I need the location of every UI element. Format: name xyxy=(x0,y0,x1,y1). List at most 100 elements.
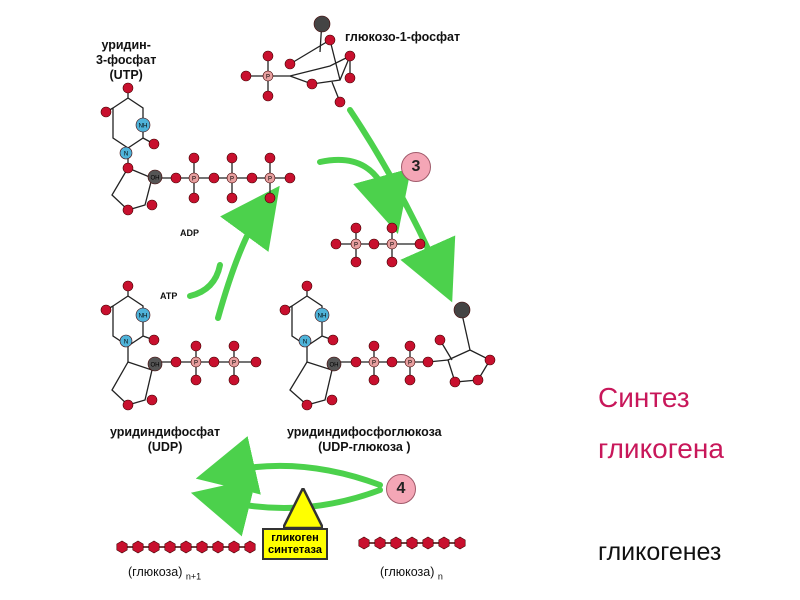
oxygen-atom xyxy=(262,90,274,102)
arrow-chain-n-to-chain-n1 xyxy=(190,478,383,537)
ch2oh-group-atom xyxy=(313,15,331,33)
oxygen-atom xyxy=(368,238,380,250)
chain-right-glucose-unit xyxy=(358,536,370,550)
oxygen-atom xyxy=(100,304,112,316)
nitrogen-atom xyxy=(314,307,330,323)
udp-label-line2: (UDP) xyxy=(147,440,183,454)
oxygen-atom xyxy=(327,334,339,346)
chain-right-glucose-unit xyxy=(390,536,402,550)
chain-left-glucose-unit xyxy=(228,540,240,554)
oxygen-atom xyxy=(122,82,134,94)
oxygen-atom xyxy=(146,199,158,211)
oh-group-atom xyxy=(326,356,342,372)
oxygen-atom xyxy=(449,376,461,388)
utp-label-line3: (UTP) xyxy=(109,68,143,82)
oxygen-atom xyxy=(148,334,160,346)
oxygen-atom xyxy=(264,152,276,164)
oxygen-atom xyxy=(330,238,342,250)
atom-symbol: P xyxy=(408,361,412,367)
oxygen-atom xyxy=(404,340,416,352)
oxygen-atom xyxy=(240,70,252,82)
atom-symbol: N xyxy=(124,340,128,346)
oxygen-atom xyxy=(226,152,238,164)
oxygen-atom xyxy=(326,394,338,406)
oxygen-atom xyxy=(228,340,240,352)
udp-glucose-label-line2: (UDP-глюкоза ) xyxy=(318,440,411,454)
oxygen-atom xyxy=(434,334,446,346)
nitrogen-atom xyxy=(119,334,133,348)
chain-right-glucose-unit xyxy=(454,536,466,550)
chain-left-glucose-unit xyxy=(196,540,208,554)
chain-left-subscript: n+1 xyxy=(185,571,202,582)
atom-symbol: P xyxy=(268,177,272,183)
glucose-chains xyxy=(116,536,466,554)
oxygen-atom xyxy=(368,340,380,352)
atom-symbol: NH xyxy=(139,314,148,320)
step-4-badge: 4 xyxy=(386,474,416,504)
phosphorus-atom xyxy=(404,356,416,368)
oxygen-atom xyxy=(324,34,336,46)
utp-label-line2: 3-фосфат xyxy=(96,53,157,67)
atom-symbol: P xyxy=(266,75,270,81)
utp-label-line1: уридин- xyxy=(101,38,151,52)
oxygen-atom xyxy=(350,356,362,368)
nitrogen-atom xyxy=(298,334,312,348)
chain-left-glucose-unit xyxy=(148,540,160,554)
enzyme-label-line1: гликоген xyxy=(271,532,319,544)
oxygen-atom xyxy=(250,356,262,368)
oxygen-atom xyxy=(306,78,318,90)
oxygen-atom xyxy=(350,222,362,234)
atom-symbol: P xyxy=(372,361,376,367)
phosphorus-atom xyxy=(386,238,398,250)
oxygen-atom xyxy=(122,399,134,411)
step-3-badge: 3 xyxy=(401,152,431,182)
atom-symbol: OH xyxy=(151,176,160,182)
chain-right-label: (глюкоза) n xyxy=(380,565,443,585)
oxygen-atom xyxy=(228,374,240,386)
nitrogen-atom xyxy=(135,117,151,133)
oxygen-atom xyxy=(301,280,313,292)
oxygen-atom xyxy=(188,152,200,164)
oxygen-atom xyxy=(208,356,220,368)
oxygen-atom xyxy=(170,356,182,368)
phosphorus-atom xyxy=(350,238,362,250)
chain-left-glucose-unit xyxy=(212,540,224,554)
oxygen-atom xyxy=(334,96,346,108)
chain-left-text: (глюкоза) xyxy=(128,565,183,579)
oxygen-atom xyxy=(284,58,296,70)
atom-symbol: NH xyxy=(318,314,327,320)
oxygen-atom xyxy=(122,280,134,292)
side-title-line1: Синтез xyxy=(598,382,690,413)
bond-lines xyxy=(105,19,491,406)
chain-right-glucose-unit xyxy=(438,536,450,550)
chain-right-glucose-unit xyxy=(422,536,434,550)
side-title-line2: гликогена xyxy=(598,433,724,464)
chain-left-label: (глюкоза) n+1 xyxy=(128,565,201,585)
ch2oh-group-atom xyxy=(453,301,471,319)
oxygen-atom xyxy=(122,162,134,174)
oxygen-atom xyxy=(100,106,112,118)
oxygen-atom xyxy=(226,192,238,204)
chain-left-glucose-unit xyxy=(180,540,192,554)
atom-symbol: P xyxy=(192,177,196,183)
udp-glucose-label: уридиндифосфоглюкоза (UDP-глюкоза ) xyxy=(287,425,442,455)
oxygen-atom xyxy=(188,192,200,204)
oxygen-atom xyxy=(146,394,158,406)
oxygen-atom xyxy=(484,354,496,366)
arrow-atp-input xyxy=(187,262,223,299)
phosphorus-atom xyxy=(226,172,238,184)
chain-left-glucose-unit xyxy=(244,540,256,554)
oxygen-atom xyxy=(284,172,296,184)
atom-symbol: P xyxy=(354,243,358,249)
glycogen-synthase-box: гликоген синтетаза xyxy=(262,528,328,560)
oxygen-atom xyxy=(368,374,380,386)
chain-right-subscript: n xyxy=(437,571,443,582)
adp-label: ADP xyxy=(180,228,200,238)
oxygen-atom xyxy=(262,50,274,62)
atom-symbol: P xyxy=(194,361,198,367)
chain-left-glucose-unit xyxy=(132,540,144,554)
nitrogen-atom xyxy=(119,146,133,160)
atom-symbol: N xyxy=(303,340,307,346)
nitrogen-atom xyxy=(135,307,151,323)
phosphorus-atom xyxy=(262,70,274,82)
